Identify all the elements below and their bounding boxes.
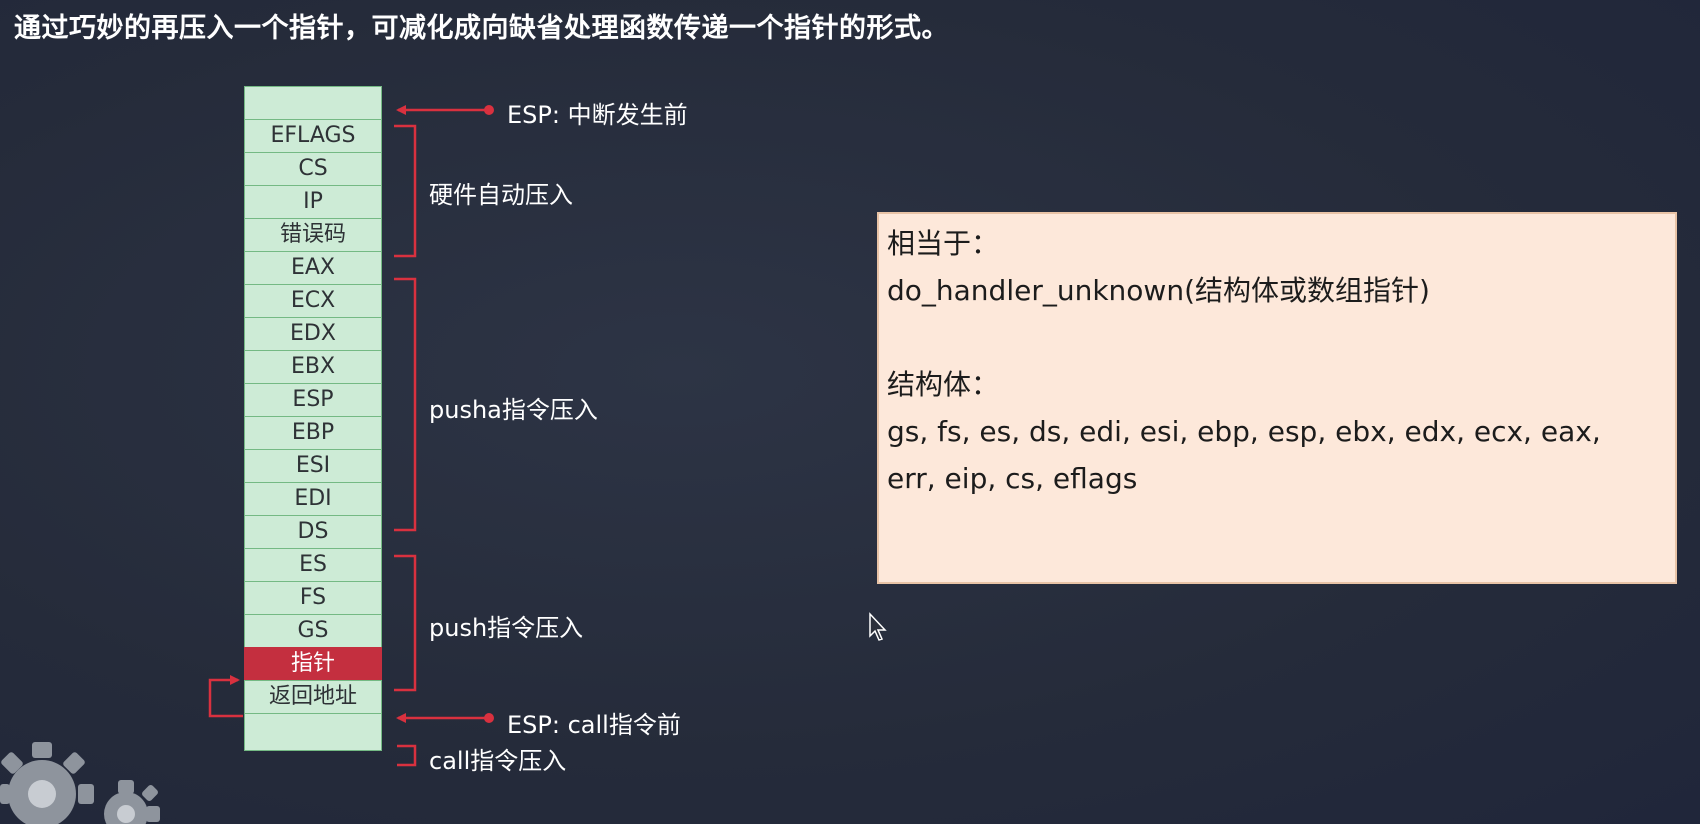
stack-cell-eax: EAX: [244, 251, 382, 286]
stack-cell-eflags: EFLAGS: [244, 119, 382, 154]
pusha-bracket: [394, 277, 417, 532]
stack-cell-error-code: 错误码: [244, 218, 382, 253]
note-struct-fields-2: err, eip, cs, eflags: [887, 462, 1138, 495]
hardware-bracket: [394, 124, 417, 258]
stack-cell-gs: GS: [244, 614, 382, 649]
slide-title: 通过巧妙的再压入一个指针，可减化成向缺省处理函数传递一个指针的形式。: [14, 13, 949, 44]
label-esp-before-call: ESP: call指令前: [507, 711, 681, 739]
stack-cell-ecx: ECX: [244, 284, 382, 319]
stack-cell-edi: EDI: [244, 482, 382, 517]
stack-cell-ip: IP: [244, 185, 382, 220]
stack-cell-ebp: EBP: [244, 416, 382, 451]
stack-cell-return-address: 返回地址: [244, 680, 382, 715]
stack-cell-es: ES: [244, 548, 382, 583]
pointer-loop-arrow: [208, 675, 243, 718]
push-bracket: [394, 554, 417, 692]
label-pusha-push: pusha指令压入: [429, 396, 598, 424]
note-struct-fields-1: gs, fs, es, ds, edi, esi, ebp, esp, ebx,…: [887, 415, 1601, 448]
esp-call-arrow: [396, 713, 494, 723]
stack-cell-bottom-empty: [244, 713, 382, 751]
stack-cell-ebx: EBX: [244, 350, 382, 385]
stack-cell-cs: CS: [244, 152, 382, 187]
label-hardware-push: 硬件自动压入: [429, 181, 573, 209]
stack-cell-top-empty: [244, 86, 382, 121]
esp-interrupt-arrow: [396, 105, 494, 115]
stack-cell-edx: EDX: [244, 317, 382, 352]
note-handler-call: do_handler_unknown(结构体或数组指针): [887, 274, 1430, 307]
gear-icon: [0, 742, 160, 824]
equivalence-note: 相当于： do_handler_unknown(结构体或数组指针) 结构体： g…: [877, 212, 1677, 584]
call-bracket: [397, 744, 417, 767]
stack-cell-esp: ESP: [244, 383, 382, 418]
label-push-push: push指令压入: [429, 614, 584, 642]
mouse-cursor-icon: [869, 612, 887, 641]
stack-cell-esi: ESI: [244, 449, 382, 484]
note-struct-label: 结构体：: [887, 368, 1000, 401]
label-call-push: call指令压入: [429, 747, 567, 775]
stack-diagram: EFLAGS CS IP 错误码 EAX ECX EDX EBX ESP EBP…: [244, 86, 382, 751]
stack-cell-fs: FS: [244, 581, 382, 616]
label-esp-before-interrupt: ESP: 中断发生前: [507, 101, 688, 129]
stack-cell-pointer: 指针: [244, 647, 382, 682]
note-equivalent-label: 相当于：: [887, 227, 1000, 260]
stack-cell-ds: DS: [244, 515, 382, 550]
